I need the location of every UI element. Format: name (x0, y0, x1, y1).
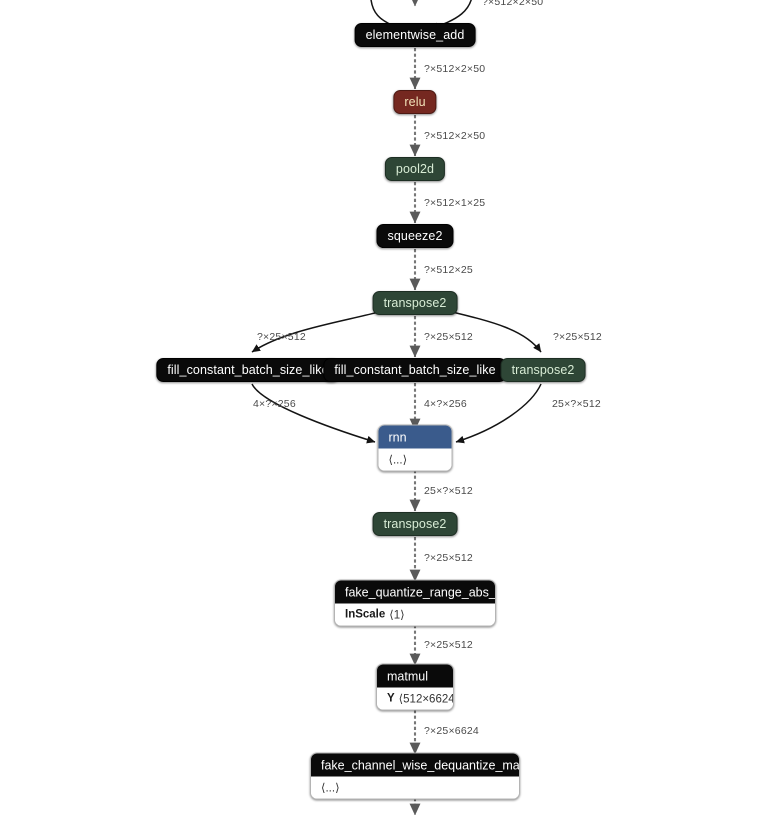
node-body-value: ⟨...⟩ (321, 782, 340, 795)
node-label: squeeze2 (387, 229, 443, 243)
edge-label-tensor-shape: ?×512×1×25 (424, 197, 486, 209)
node-label: matmul (387, 669, 428, 683)
node-body-row[interactable]: ⟨...⟩ (378, 448, 452, 471)
edge-label-tensor-shape: 4×?×256 (253, 398, 296, 410)
edge-label-tensor-shape: ?×25×512 (424, 331, 473, 343)
edge-fill-constant-left-to-rnn (251, 383, 376, 444)
node-header: fake_channel_wise_dequantize_max_abs (311, 753, 520, 777)
edge-label-tensor-shape: 25×?×512 (424, 485, 473, 497)
node-transpose2-top[interactable]: transpose2 (372, 291, 458, 315)
edge-label-tensor-shape: ?×25×512 (553, 331, 602, 343)
node-body-row[interactable]: InScale ⟨1⟩ (335, 603, 495, 626)
node-fake-channel-wise-dequantize-max-abs[interactable]: fake_channel_wise_dequantize_max_abs ⟨..… (310, 752, 520, 800)
edge-label-tensor-shape: ?×512×2×50 (424, 63, 486, 75)
node-header: rnn (378, 425, 452, 449)
node-squeeze2[interactable]: squeeze2 (376, 224, 454, 248)
node-transpose2-bottom[interactable]: transpose2 (372, 512, 458, 536)
edge-label-tensor-shape: 25×?×512 (552, 398, 601, 410)
edge-label-tensor-shape: ?×512×2×50 (482, 0, 544, 8)
node-body-value: ⟨...⟩ (388, 454, 408, 467)
node-matmul[interactable]: matmul Y ⟨512×6624⟩ (376, 663, 454, 711)
node-header: fake_quantize_range_abs_max (335, 580, 496, 604)
node-pool2d[interactable]: pool2d (384, 157, 446, 181)
node-body-row[interactable]: ⟨...⟩ (311, 776, 519, 799)
edge-transpose2-to-transpose2-right (447, 310, 542, 353)
edge-label-tensor-shape: ?×25×512 (424, 552, 473, 564)
node-label: fill_constant_batch_size_like (167, 363, 329, 377)
node-transpose2-right[interactable]: transpose2 (500, 358, 586, 382)
edge-label-tensor-shape: ?×25×512 (257, 331, 306, 343)
node-relu[interactable]: relu (393, 90, 437, 114)
node-fill-constant-batch-size-like-mid[interactable]: fill_constant_batch_size_like (323, 358, 507, 382)
node-body-key: InScale (345, 608, 386, 621)
node-label: rnn (388, 430, 407, 444)
edge-label-tensor-shape: ?×512×2×50 (424, 130, 486, 142)
node-label: fake_quantize_range_abs_max (345, 585, 496, 599)
edge-label-tensor-shape: ?×25×512 (424, 639, 473, 651)
node-elementwise-add[interactable]: elementwise_add (354, 23, 476, 47)
node-label: pool2d (395, 162, 435, 176)
edge-transpose2-right-to-rnn (455, 383, 542, 444)
node-body-value: ⟨1⟩ (389, 609, 405, 622)
node-header: matmul (377, 664, 453, 688)
node-label: fill_constant_batch_size_like (334, 363, 496, 377)
branch-edges (251, 0, 542, 444)
node-label: elementwise_add (365, 28, 465, 42)
node-body-key: Y (387, 692, 395, 705)
node-fill-constant-batch-size-like-left[interactable]: fill_constant_batch_size_like (156, 358, 340, 382)
node-label: transpose2 (511, 363, 575, 377)
node-body-value: ⟨512×6624⟩ (398, 693, 454, 706)
edge-transpose2-to-fill-constant-left (251, 310, 384, 353)
node-label: transpose2 (383, 296, 447, 310)
node-label: transpose2 (383, 517, 447, 531)
edge-label-tensor-shape: 4×?×256 (424, 398, 467, 410)
edge-label-tensor-shape: ?×25×6624 (424, 725, 479, 737)
node-rnn[interactable]: rnn ⟨...⟩ (377, 424, 453, 472)
edge-label-tensor-shape: ?×512×25 (424, 264, 473, 276)
node-label: relu (404, 95, 426, 109)
node-fake-quantize-range-abs-max[interactable]: fake_quantize_range_abs_max InScale ⟨1⟩ (334, 579, 496, 627)
node-body-row[interactable]: Y ⟨512×6624⟩ (377, 687, 454, 710)
node-label: fake_channel_wise_dequantize_max_abs (321, 758, 520, 772)
